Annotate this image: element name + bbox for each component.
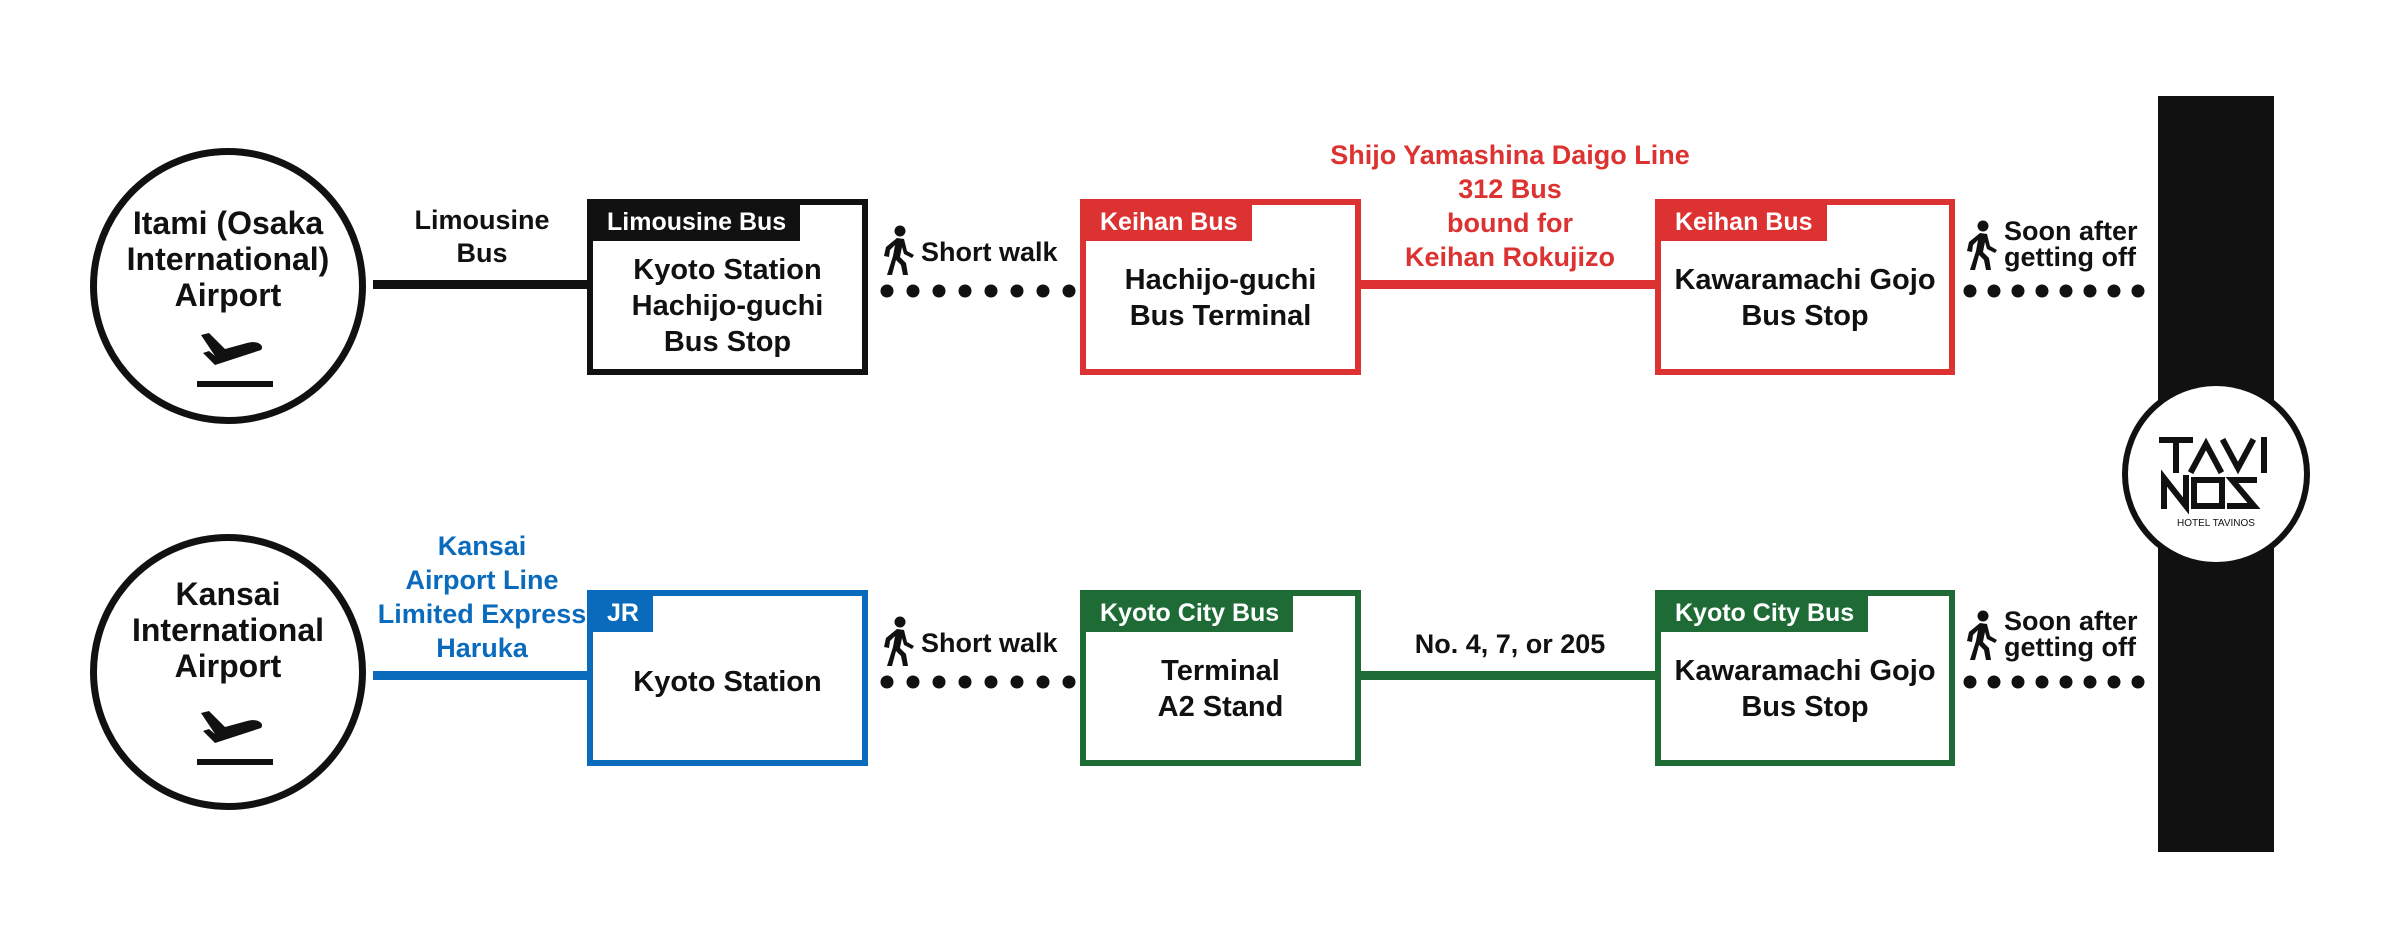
itami-walk1-dots	[880, 284, 1076, 298]
itami-airport-node: Itami (Osaka International) Airport	[90, 148, 366, 424]
kyoto-station-hachijo-box: Limousine Bus Kyoto Station Hachijo-guch…	[587, 199, 868, 375]
kansai-airport-name: Kansai International Airport	[131, 576, 324, 684]
airplane-departure-icon	[197, 711, 273, 765]
limousine-bus-tag: Limousine Bus	[593, 205, 801, 241]
airplane-departure-icon	[197, 333, 273, 387]
kawaramachi-gojo-box-2: Kyoto City Bus Kawaramachi Gojo Bus Stop	[1655, 590, 1955, 766]
kansai-walk1-label: Short walk	[921, 628, 1058, 658]
hachijo-guchi-terminal-box: Keihan Bus Hachijo-guchi Bus Terminal	[1080, 199, 1361, 375]
itami-airport-name: Itami (Osaka International) Airport	[126, 205, 330, 313]
hotel-tavinos-logo: HOTEL TAVINOS	[2122, 380, 2310, 568]
kansai-walk1-dots	[880, 675, 1076, 689]
jr-tag: JR	[593, 596, 653, 632]
itami-walk2-label: Soon after getting off	[2004, 216, 2138, 272]
kansai-walk2-dots	[1963, 675, 2145, 689]
kansai-walk2-label: Soon after getting off	[2004, 606, 2138, 662]
terminal-a2-stand-box: Kyoto City Bus Terminal A2 Stand	[1080, 590, 1361, 766]
kyoto-city-bus-tag-1: Kyoto City Bus	[1086, 596, 1294, 632]
pedestrian-icon	[1967, 220, 1997, 270]
kyoto-city-bus-tag-2: Kyoto City Bus	[1661, 596, 1869, 632]
tavinos-logo-mark: HOTEL TAVINOS	[2159, 437, 2267, 529]
pedestrian-icon	[884, 225, 914, 275]
kyoto-station-jr-label: Kyoto Station	[633, 666, 822, 698]
itami-limousine-label: Limousine Bus	[414, 205, 550, 268]
keihan-bus-tag-1: Keihan Bus	[1086, 205, 1252, 241]
kansai-haruka-label: Kansai Airport Line Limited Express Haru…	[377, 531, 587, 663]
city-bus-numbers-label: No. 4, 7, or 205	[1414, 629, 1606, 659]
kyoto-station-hachijo-label: Kyoto Station Hachijo-guchi Bus Stop	[631, 254, 824, 358]
kawaramachi-gojo-label-1: Kawaramachi Gojo Bus Stop	[1674, 264, 1936, 332]
terminal-a2-stand-label: Terminal A2 Stand	[1157, 655, 1284, 723]
pedestrian-icon	[1967, 610, 1997, 660]
kansai-airport-node: Kansai International Airport	[90, 534, 366, 810]
itami-walk1-label: Short walk	[921, 237, 1058, 267]
keihan-bus-tag-2: Keihan Bus	[1661, 205, 1827, 241]
kawaramachi-gojo-box-1: Keihan Bus Kawaramachi Gojo Bus Stop	[1655, 199, 1955, 375]
hachijo-guchi-terminal-label: Hachijo-guchi Bus Terminal	[1124, 264, 1317, 332]
itami-walk2-dots	[1963, 284, 2145, 298]
itami-keihan-line	[1361, 280, 1659, 289]
hotel-logo-subtitle: HOTEL TAVINOS	[2177, 518, 2255, 529]
kyoto-station-jr-box: JR Kyoto Station	[587, 590, 868, 766]
kansai-haruka-line	[373, 671, 591, 680]
itami-limousine-line	[373, 280, 591, 289]
pedestrian-icon	[884, 616, 914, 666]
keihan-312-bus-label: Shijo Yamashina Daigo Line 312 Bus bound…	[1330, 140, 1690, 272]
kansai-city-bus-line	[1361, 671, 1659, 680]
kawaramachi-gojo-label-2: Kawaramachi Gojo Bus Stop	[1674, 655, 1936, 723]
